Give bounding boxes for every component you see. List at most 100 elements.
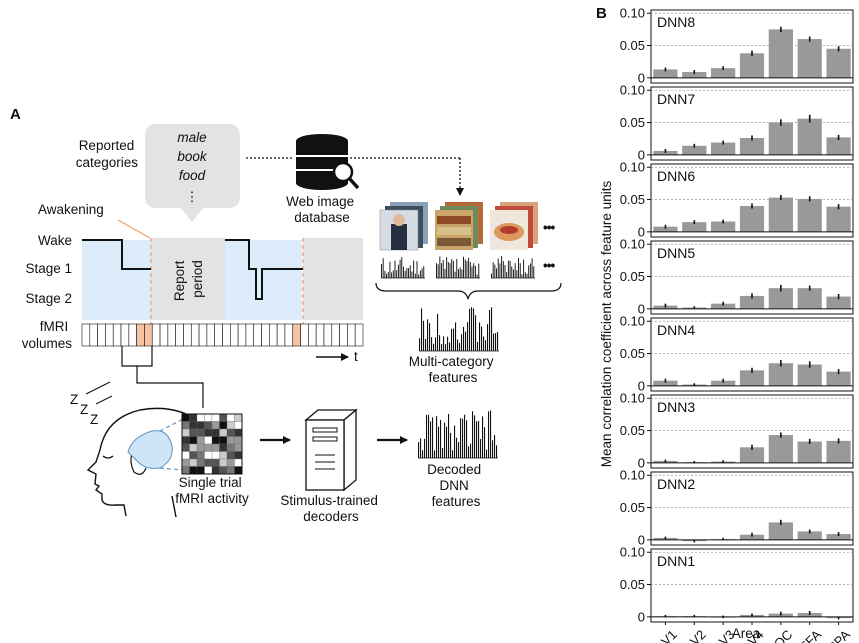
histogram-bar (441, 344, 443, 351)
voxel (234, 443, 243, 452)
bar (797, 198, 822, 232)
voxel (219, 413, 228, 422)
reported-categories-label: Reported categories (76, 138, 139, 170)
voxel (211, 428, 220, 437)
voxel (211, 436, 220, 445)
histogram-bar (476, 421, 478, 458)
histogram-bar (397, 264, 399, 278)
histogram-bar (523, 259, 525, 278)
voxel (196, 421, 205, 430)
histogram-bar (463, 326, 465, 351)
histogram-bar (475, 315, 477, 351)
y-tick-label: 0 (638, 532, 645, 547)
histogram-bar (442, 448, 444, 458)
panel-title: DNN3 (657, 399, 695, 415)
bar (797, 364, 822, 386)
voxel (181, 428, 190, 437)
bar (739, 138, 765, 155)
image-stack (490, 202, 538, 250)
voxel (234, 458, 243, 467)
bar (739, 370, 765, 386)
bar (768, 435, 793, 463)
voxel (181, 421, 190, 430)
fmri-volume (175, 323, 184, 347)
histogram-bar (513, 269, 514, 278)
voxel (226, 443, 235, 452)
time-label: t (354, 349, 358, 364)
histogram-bar (418, 442, 420, 458)
bar-chart-panels: 00.050.10DNN800.050.10DNN700.050.10DNN60… (620, 6, 854, 624)
bar (711, 142, 736, 155)
histogram-bar (429, 323, 431, 351)
histogram-bar (413, 260, 415, 278)
voxel (189, 421, 198, 430)
bar (653, 226, 678, 232)
panel-title: DNN7 (657, 91, 695, 107)
fmri-volume (190, 323, 200, 347)
histogram-bar (481, 326, 483, 351)
histogram-bar (452, 260, 454, 278)
panel-b: B Mean correlation coefficient across fe… (596, 5, 854, 643)
histogram-bar (422, 450, 424, 458)
histogram-bar (449, 342, 451, 351)
histogram-bar (473, 308, 475, 351)
histogram-bar (399, 259, 401, 278)
histogram-bar (469, 308, 471, 351)
histogram-bar (401, 257, 403, 278)
histogram-bar (420, 438, 422, 458)
zzz-line (85, 381, 111, 395)
voxel (234, 466, 243, 475)
decoder-server-icon (304, 408, 358, 492)
volume-connector (136, 366, 204, 408)
voxel (196, 451, 205, 460)
voxel (219, 451, 228, 460)
fmri-volume (261, 323, 270, 347)
bar (797, 39, 822, 78)
panel-title: DNN1 (657, 553, 695, 569)
bar (711, 380, 736, 386)
multi-category-line: Multi-category (409, 354, 494, 369)
histogram-bar (436, 416, 438, 458)
histogram-bar (519, 263, 521, 278)
histogram-bar (423, 320, 425, 351)
histogram-bar (439, 335, 441, 351)
histogram-bar (516, 270, 518, 278)
histogram-bar (391, 272, 393, 278)
bar (711, 221, 736, 232)
bar (826, 440, 851, 463)
histogram-bar (441, 263, 443, 278)
voxel (211, 466, 220, 475)
report-period-line: period (190, 260, 205, 298)
stimulus-trained-line: Stimulus-trained (280, 493, 378, 508)
histogram-bar (431, 337, 433, 351)
bar (682, 72, 707, 78)
report-period-label: Report period (172, 257, 205, 301)
histogram-bar (414, 273, 416, 278)
voxel (204, 451, 213, 460)
histogram-bar (396, 270, 398, 278)
voxel (196, 413, 205, 422)
histogram-bar (446, 426, 448, 458)
histogram-bar (462, 418, 464, 458)
voxel (204, 458, 213, 467)
fmri-volume (347, 323, 356, 347)
histogram-bar (416, 261, 418, 278)
histogram-bar (483, 336, 485, 351)
bar (739, 447, 765, 463)
bubble-word: book (177, 149, 208, 164)
voxel (226, 428, 235, 437)
histogram-bar (467, 322, 469, 351)
histogram-bar (491, 307, 493, 351)
histogram-bar (459, 267, 461, 278)
histogram-bar (458, 442, 460, 458)
histogram-bar (482, 416, 484, 458)
histogram-bar (419, 338, 421, 351)
image-stack (379, 202, 428, 251)
voxel (219, 436, 228, 445)
histogram-bar (454, 271, 456, 278)
bar (768, 363, 793, 386)
